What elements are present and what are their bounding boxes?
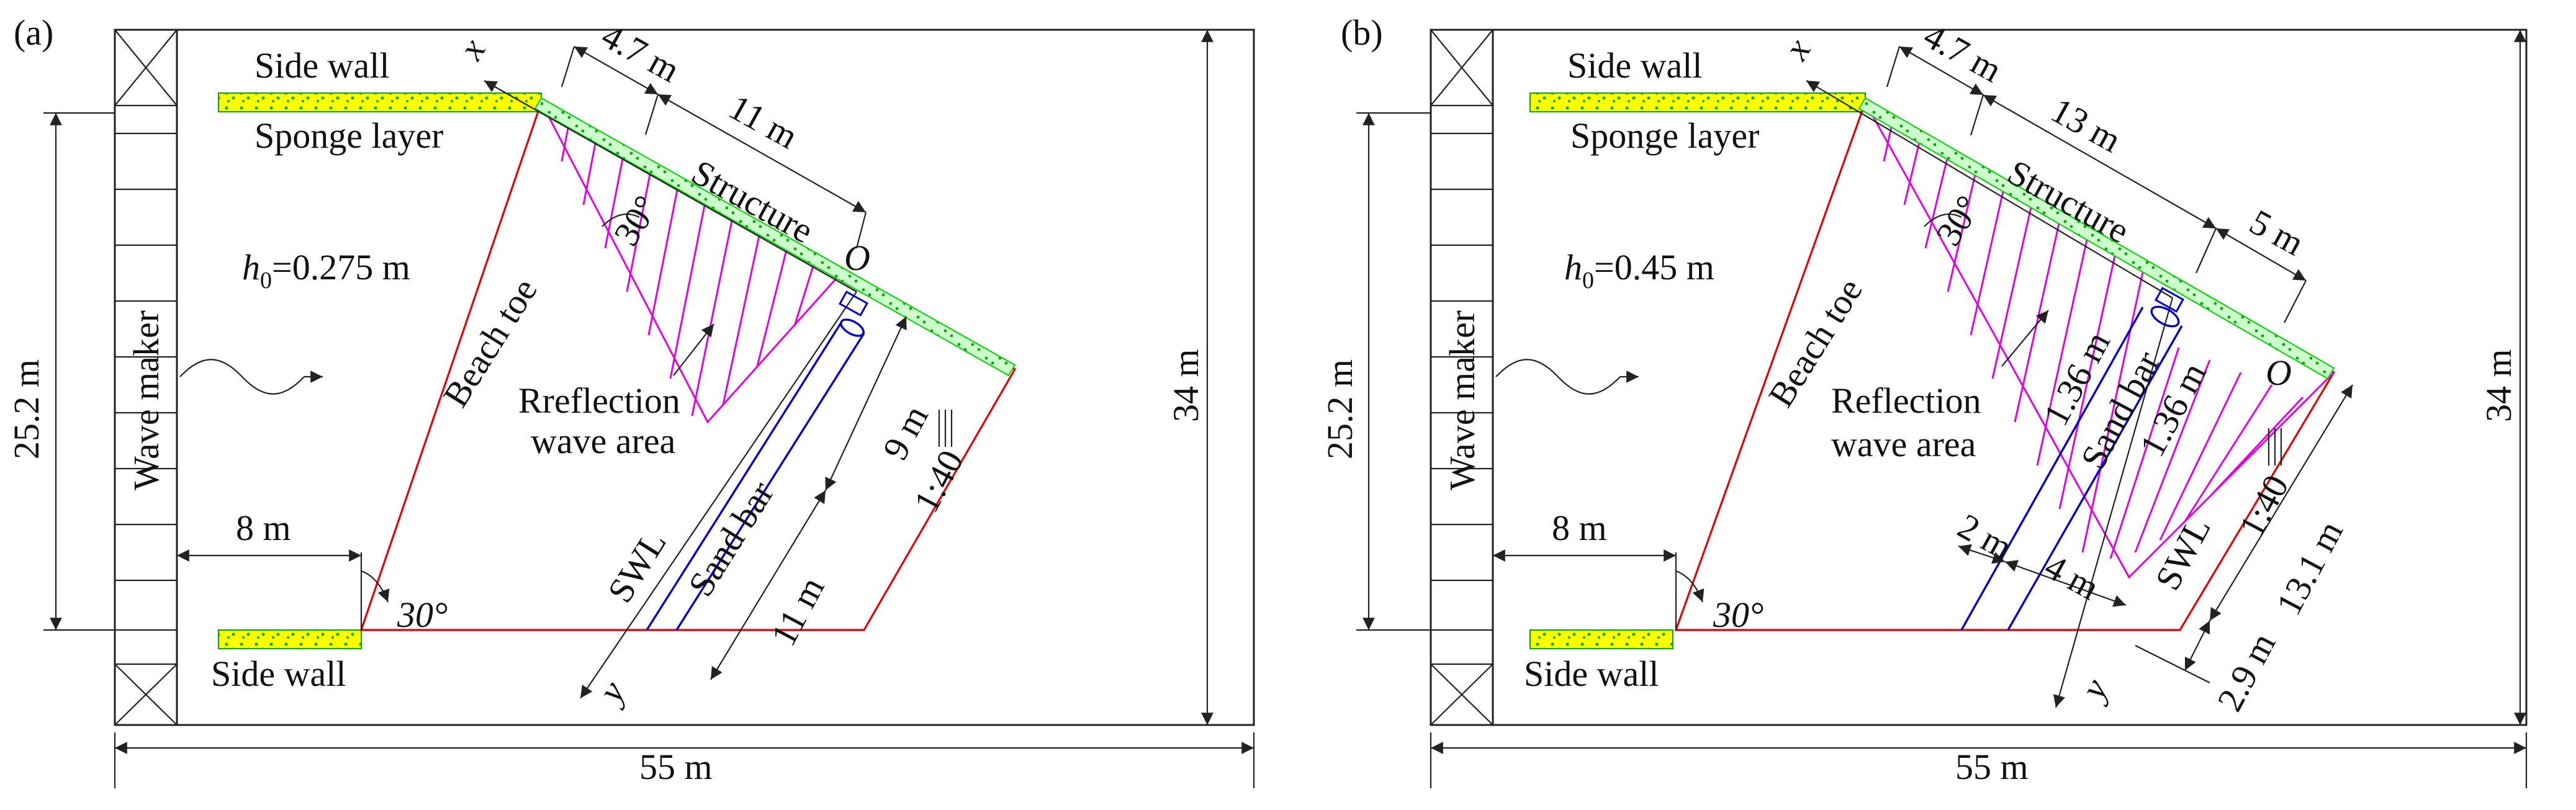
incident-wave-arrow [179, 359, 323, 395]
dim-11-top [657, 94, 867, 249]
sponge-layer-label: Sponge layer [1570, 115, 1759, 156]
sponge-layer-label: Sponge layer [254, 115, 443, 156]
dim-34-label: 34 m [1166, 349, 1206, 422]
beach-outline [359, 101, 1017, 631]
svg-text:h0=0.45 m: h0=0.45 m [1564, 247, 1714, 294]
dim-4-7 [1886, 46, 1984, 136]
slope-label: 1:40 [2231, 469, 2297, 544]
dim-9-label: 9 m [875, 398, 936, 466]
incident-wave-arrow [1495, 359, 1639, 395]
side-wall-top-label: Side wall [254, 45, 389, 86]
svg-text:h0=0.275 m: h0=0.275 m [242, 247, 410, 294]
origin-label: O [2266, 353, 2292, 393]
dim-55-label: 55 m [1955, 747, 2029, 787]
dim-11-bottom [710, 490, 826, 680]
dim-11-top-label: 11 m [723, 87, 805, 157]
dim-55-label: 55 m [639, 747, 713, 787]
dim-4-7-label: 4.7 m [595, 16, 687, 91]
dim-2 [1958, 544, 2006, 564]
dim-5-label: 5 m [2243, 202, 2311, 264]
dim-8-label: 8 m [1552, 508, 1607, 548]
dim-2-9 [2135, 620, 2210, 683]
axis-x-label: x [1775, 31, 1818, 66]
structure-strip [534, 97, 1016, 377]
angle-mark-top [601, 213, 640, 227]
dim-34-label: 34 m [2479, 349, 2519, 422]
angle-bottom-label: 30° [1713, 595, 1763, 635]
structure-strip [1858, 97, 2335, 380]
dim-4 [2004, 560, 2127, 607]
side-wall-bottom-label: Side wall [211, 654, 346, 694]
panel-a: (a) Wave maker [6, 12, 1255, 788]
swl-label: SWL [600, 524, 674, 610]
wave-maker-column [1430, 29, 1494, 726]
dim-25-2 [43, 112, 115, 631]
dim-11-bottom-label: 11 m [763, 570, 832, 652]
slope-mark [2268, 428, 2282, 466]
wave-maker-label: Wave maker [126, 310, 166, 490]
panel-a-tag: (a) [14, 12, 53, 53]
slope-mark [938, 410, 953, 447]
axis-x-label: x [450, 31, 493, 66]
dim-13-1-label: 13.1 m [2268, 514, 2351, 621]
reflection-label-line1: Rreflection [518, 380, 680, 421]
dim-13-1 [2209, 384, 2353, 621]
side-wall-bottom-label: Side wall [1524, 654, 1659, 694]
panel-b-tag: (b) [1341, 12, 1383, 53]
dim-8 [1493, 549, 1677, 630]
dim-25-2-label: 25.2 m [1320, 359, 1360, 459]
panel-b: (b) Wave maker 25.2 m [1320, 12, 2528, 788]
dim-8-label: 8 m [236, 508, 291, 548]
reflection-pointer [673, 323, 714, 376]
reflection-pointer [2001, 310, 2049, 367]
angle-mark-bottom [1675, 570, 1705, 603]
wave-maker-label: Wave maker [1442, 310, 1482, 490]
dim-55 [1430, 732, 2528, 788]
reflection-label-line2: wave area [531, 421, 675, 461]
wave-maker-column [114, 29, 178, 726]
dim-25-2 [1356, 112, 1431, 631]
dim-4-7-label: 4.7 m [1917, 16, 2009, 91]
side-wall-top-label: Side wall [1567, 45, 1702, 86]
dim-2-label: 2 m [1952, 506, 2019, 568]
dim-5 [2215, 228, 2307, 323]
axis-y-label: y [588, 673, 633, 711]
reflection-label-line1: Reflection [1831, 380, 1981, 421]
angle-mark-bottom [361, 570, 390, 603]
dim-13-label: 13 m [2045, 90, 2128, 161]
dim-9 [825, 316, 907, 491]
dim-55 [114, 732, 1255, 788]
side-wall-bottom [1529, 629, 1673, 649]
depth-label: h0=0.45 m [1564, 247, 1714, 294]
axis-y-label: y [2071, 672, 2116, 708]
dim-13 [1983, 94, 2217, 274]
reflection-wave-area [539, 100, 843, 424]
side-wall-top [1529, 92, 1866, 112]
dim-4-7 [561, 46, 659, 135]
depth-label: h0=0.275 m [242, 247, 410, 294]
sand-bar-label: Sand bar [680, 474, 782, 603]
dim-4-label: 4 m [2038, 546, 2106, 608]
side-wall-top [218, 92, 542, 112]
side-wall-bottom [218, 629, 362, 649]
reflection-label-line2: wave area [1831, 424, 1976, 464]
dim-25-2-label: 25.2 m [6, 359, 47, 459]
angle-mark-top [1924, 213, 1962, 227]
dim-2-9-label: 2.9 m [2209, 626, 2283, 718]
angle-bottom-label: 30° [397, 595, 448, 635]
dim-8 [177, 549, 363, 630]
